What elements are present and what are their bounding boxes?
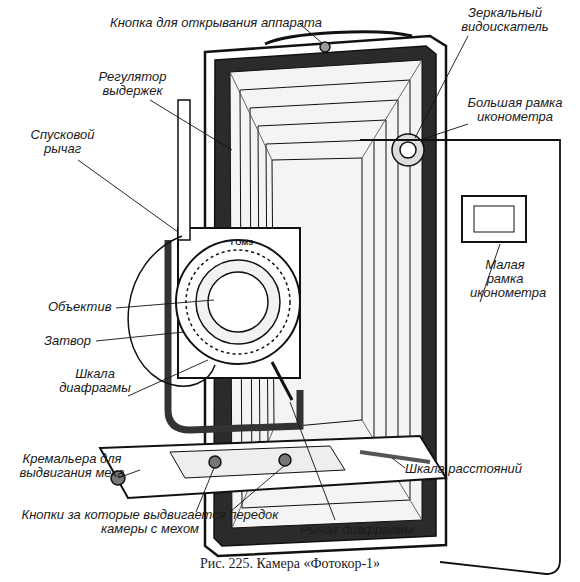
part-label: Зеркальный видоискатель [445,6,565,34]
part-label: Кнопки за которые выдвигается передок ка… [15,508,285,536]
figure-caption: Рис. 225. Камера «Фотокор-1» [0,556,580,572]
part-label: Спусковой рычаг [20,128,105,156]
aperture-scale [186,250,290,354]
viewfinder-lens [400,142,416,158]
part-label: Рычаг диафрагмы [300,523,440,537]
part-label: Объектив [48,300,128,314]
iconometer-window [474,206,514,232]
part-label: Шкала расстояний [405,462,535,476]
lens-standard [168,240,300,430]
part-label: Кнопка для открывания аппарата [110,16,370,30]
bed-rails [170,446,345,478]
open-button [320,42,330,52]
part-label: Регулятор выдержек [85,70,180,98]
lens-rim [196,260,280,344]
aperture-lever [272,362,292,400]
lens-glass [208,272,268,332]
lens-marking: ГОМЗ [222,238,262,247]
part-label: Большая рамка иконометра [455,96,575,124]
part-label: Малая рамка иконометра [470,258,540,300]
viewfinder [392,134,424,166]
camera-bed [100,436,446,498]
leader-lines [78,24,500,520]
slide-button [279,454,291,466]
part-label: Кремальера для выдвигания меха [2,452,142,480]
large-iconometer-frame [360,140,560,574]
part-label: Затвор [44,334,114,348]
slide-button [209,456,221,468]
part-label: Шкала диафрагмы [50,367,140,395]
small-iconometer-frame [462,196,526,242]
